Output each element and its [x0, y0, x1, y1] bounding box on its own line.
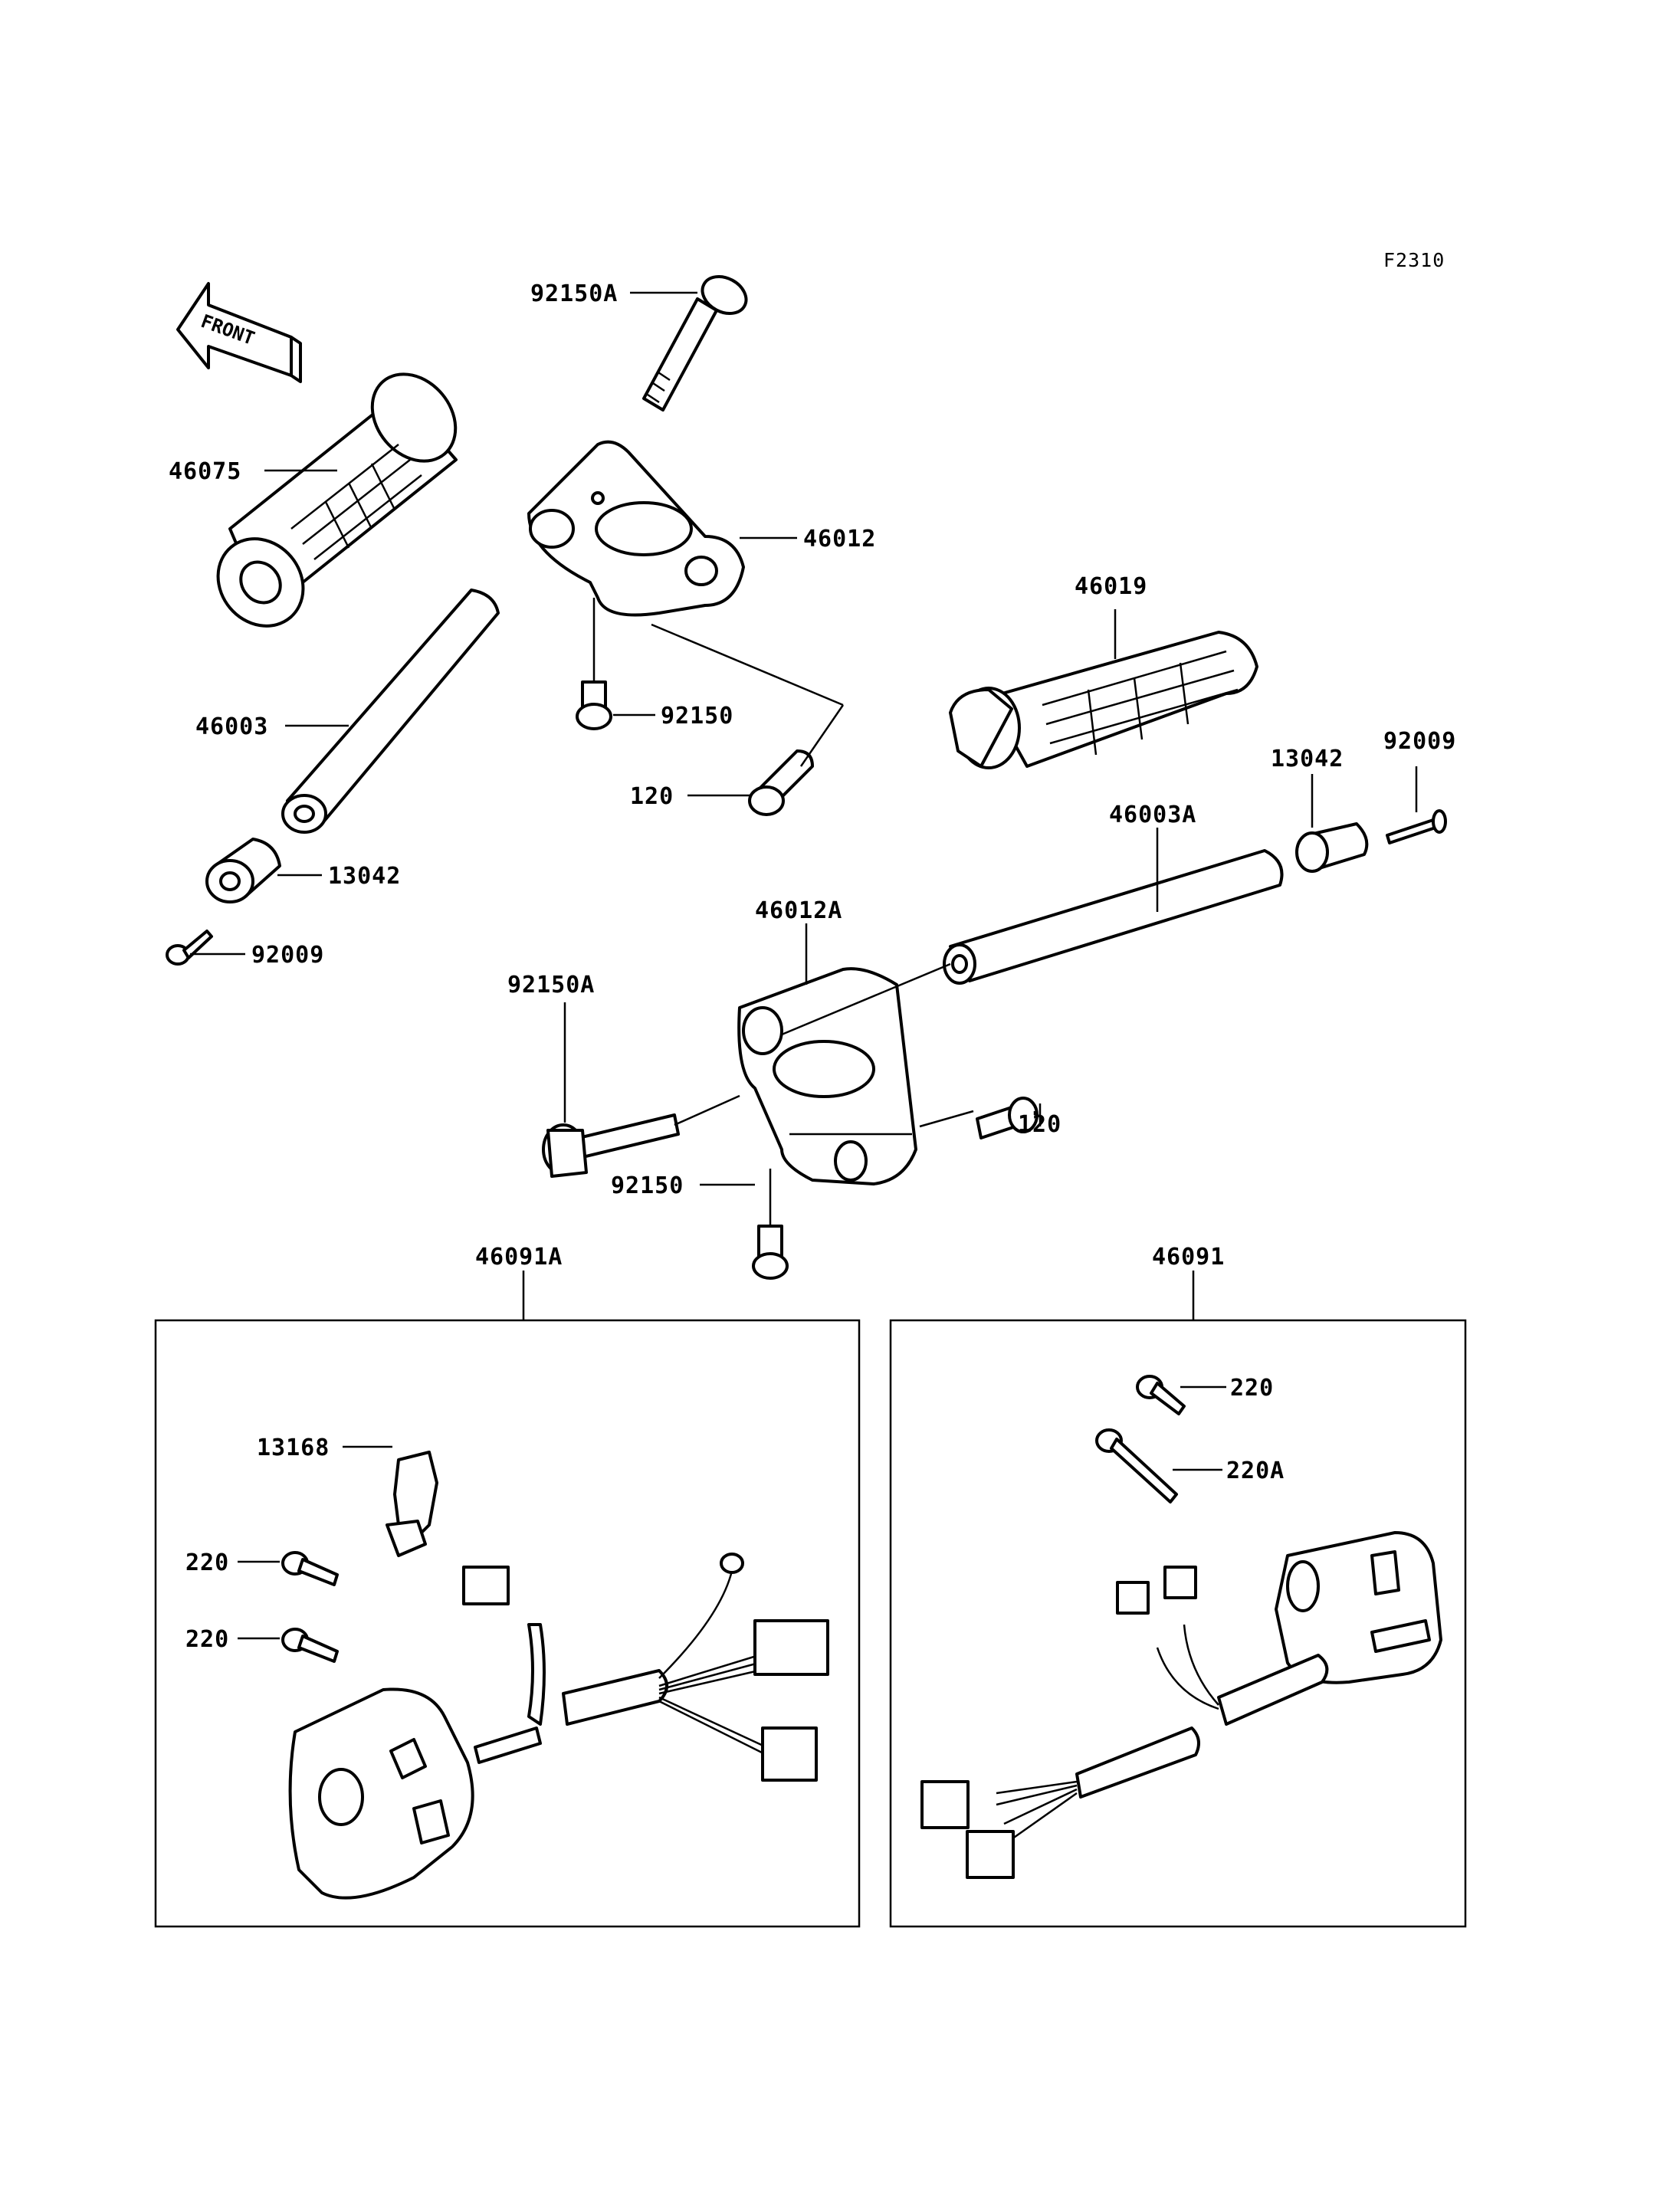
- bar-end-weight-13042-right: [1295, 822, 1369, 873]
- label-46019: 46019: [1075, 573, 1147, 600]
- right-wiring-harness: [920, 1566, 1329, 1879]
- screw-92009-right: [1386, 809, 1447, 844]
- bolt-92150A-upper: [642, 275, 748, 412]
- bolt-120-lower: [976, 1097, 1039, 1139]
- bar-end-weight-13042-left: [205, 838, 281, 903]
- label-13168: 13168: [257, 1435, 330, 1461]
- label-46091: 46091: [1152, 1244, 1225, 1271]
- switch-part-13168: [386, 1451, 438, 1557]
- label-46091A: 46091A: [475, 1244, 563, 1271]
- label-13042-right: 13042: [1271, 746, 1344, 772]
- bolt-120-upper: [748, 749, 814, 816]
- screw-220-right: [1136, 1375, 1186, 1415]
- label-220-left-1: 220: [185, 1549, 229, 1576]
- label-120-lower: 120: [1018, 1111, 1061, 1138]
- label-46003A: 46003A: [1109, 802, 1196, 828]
- screw-220-left-1: [281, 1551, 339, 1586]
- label-92150A-lower: 92150A: [507, 972, 595, 998]
- right-switch-housing: [1275, 1531, 1442, 1684]
- label-92009-right: 92009: [1383, 728, 1456, 755]
- label-46003: 46003: [195, 713, 268, 740]
- label-92150A-upper: 92150A: [530, 280, 618, 307]
- front-arrow-icon: FRONT: [176, 282, 302, 383]
- bolt-92150A-lower: [542, 1113, 680, 1178]
- label-46012: 46012: [803, 526, 876, 553]
- label-220A-right: 220A: [1226, 1458, 1285, 1484]
- screw-220-left-2: [281, 1628, 339, 1663]
- leader-lines: [190, 291, 1418, 1640]
- label-13042-left: 13042: [328, 863, 401, 890]
- switch-box-46091: [889, 1319, 1467, 1928]
- bolt-92150-lower: [752, 1225, 789, 1280]
- figure-code: F2310: [1383, 249, 1445, 271]
- label-92150-lower: 92150: [611, 1172, 684, 1199]
- label-92009-left: 92009: [251, 942, 324, 969]
- upper-clamp-46012: [527, 440, 745, 617]
- bolt-92150-upper: [576, 680, 612, 730]
- label-46012A: 46012A: [755, 897, 842, 924]
- label-92150-upper: 92150: [661, 703, 733, 730]
- screw-92009-left: [166, 930, 213, 966]
- left-switch-housing: [288, 1687, 474, 1900]
- switch-box-46091A: [154, 1319, 861, 1928]
- label-220-left-2: 220: [185, 1626, 229, 1653]
- label-46075: 46075: [169, 458, 241, 485]
- lower-clamp-46012A: [737, 967, 917, 1185]
- handlebar-pipe-46003A: [943, 849, 1284, 985]
- screw-220A-right: [1095, 1428, 1178, 1503]
- label-220-right: 220: [1230, 1375, 1274, 1402]
- label-120-upper: 120: [630, 783, 674, 810]
- right-grip-46019: [949, 631, 1258, 769]
- handlebar-pipe-46003: [281, 589, 500, 834]
- left-wiring-harness: [462, 1553, 829, 1782]
- left-grip-46075: [216, 372, 458, 628]
